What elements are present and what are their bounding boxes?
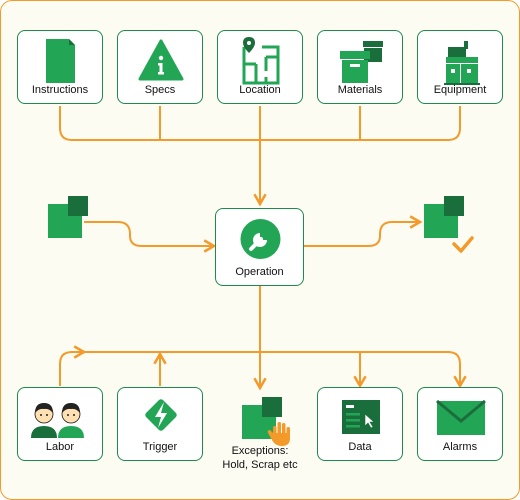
labor-label: Labor	[45, 441, 75, 453]
envelope-icon	[436, 399, 486, 435]
instructions-label: Instructions	[31, 84, 89, 96]
location-box: Location	[217, 30, 303, 104]
document-icon	[46, 39, 75, 83]
data-box: Data	[317, 387, 403, 461]
floorplan-pin-icon	[242, 37, 280, 85]
connector-labor	[59, 345, 87, 386]
connector-input-material	[84, 221, 217, 253]
exceptions-label: Exceptions: Hold, Scrap etc	[210, 444, 310, 472]
specs-label: Specs	[144, 84, 176, 96]
input-material-icon	[48, 196, 88, 238]
dashboard-icon	[342, 400, 380, 434]
wrench-icon	[240, 219, 281, 259]
operation-label: Operation	[235, 266, 284, 278]
trigger-label: Trigger	[142, 441, 178, 453]
people-icon	[31, 403, 84, 438]
boxes-icon	[340, 41, 383, 83]
materials-label: Materials	[337, 84, 383, 96]
location-label: Location	[239, 84, 281, 96]
output-material-icon	[424, 196, 464, 238]
connector-bottom-bus	[84, 351, 467, 389]
data-label: Data	[348, 441, 372, 453]
exceptions-line1: Exceptions:	[231, 445, 289, 457]
labor-box: Labor	[17, 387, 103, 461]
materials-box: Materials	[317, 30, 403, 104]
info-triangle-icon	[138, 39, 184, 81]
instructions-box: Instructions	[17, 30, 103, 104]
lightning-icon	[145, 399, 177, 431]
trigger-box: Trigger	[117, 387, 203, 461]
operation-box: Operation	[215, 208, 304, 286]
exceptions-line2: Hold, Scrap etc	[222, 459, 298, 471]
connector-output-material	[304, 215, 423, 247]
machine-icon	[444, 41, 480, 85]
equipment-label: Equipment	[433, 84, 487, 96]
alarms-label: Alarms	[442, 441, 478, 453]
specs-box: Specs	[117, 30, 203, 104]
alarms-box: Alarms	[417, 387, 503, 461]
check-icon	[452, 236, 474, 253]
hand-stop-icon	[267, 422, 290, 446]
equipment-box: Equipment	[417, 30, 503, 104]
